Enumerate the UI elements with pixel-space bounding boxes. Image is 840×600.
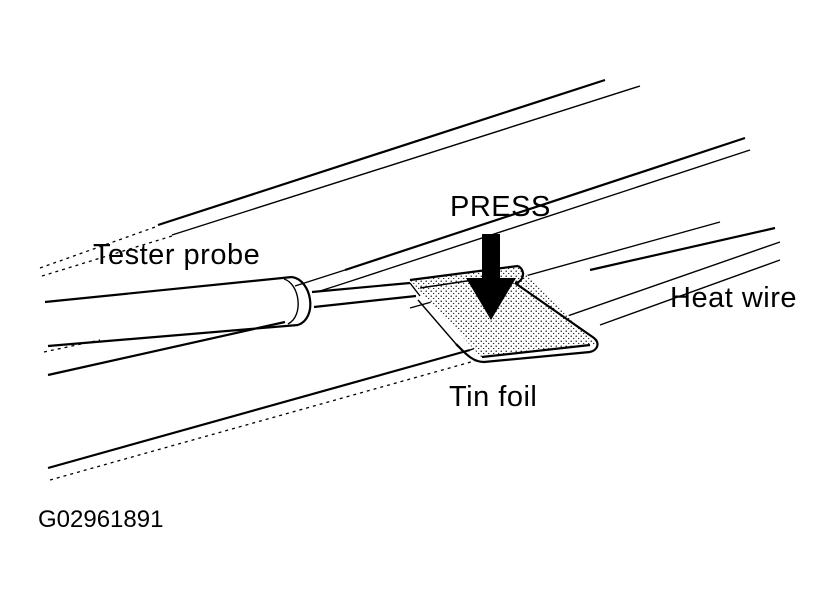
press-arrow — [466, 234, 516, 320]
tester-probe-label: Tester probe — [93, 239, 260, 271]
figure-code: G02961891 — [38, 506, 163, 533]
tester-probe — [44, 275, 421, 348]
heat-wire-label: Heat wire — [670, 282, 797, 314]
press-label: PRESS — [450, 191, 551, 223]
tin-foil-label: Tin foil — [449, 381, 537, 413]
upper-heat-wire — [39, 78, 641, 277]
